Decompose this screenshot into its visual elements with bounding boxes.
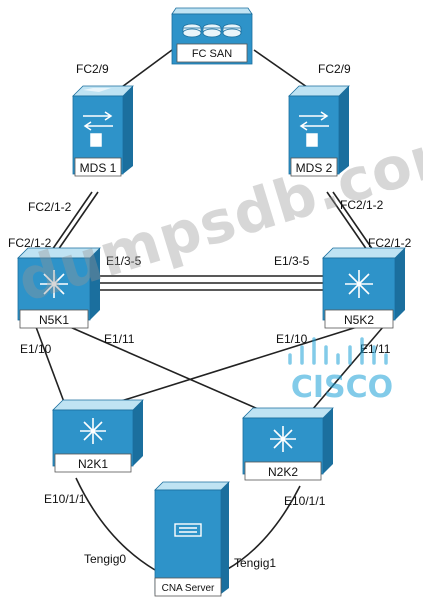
port-label: Tengig0 [84, 552, 127, 566]
port-label: E1/10 [276, 332, 308, 346]
port-label: E1/11 [360, 342, 391, 356]
link-n5k1-n2k2 [69, 326, 266, 413]
fabric-extender-icon [80, 418, 106, 444]
port-label: E10/1/1 [44, 492, 86, 506]
port-label: FC2/1-2 [340, 198, 384, 212]
link-mds1-n5k1-b [57, 191, 99, 251]
n2k1-device[interactable]: N2K1 [52, 399, 144, 473]
nexus-switch-icon [345, 270, 373, 298]
link-n2k1-server [75, 477, 156, 571]
n2k1-label: N2K1 [78, 457, 108, 471]
port-label: E10/1/1 [284, 494, 326, 508]
link-mds2-n5k2-a [326, 191, 368, 251]
port-label: FC2/1-2 [8, 236, 52, 250]
nexus-switch-icon [40, 270, 68, 298]
link-n5k1-n2k1 [35, 326, 65, 403]
mds-switch-icon [83, 111, 113, 147]
port-label: FC2/1-2 [368, 236, 412, 250]
n5k2-label: N5K2 [344, 313, 374, 327]
n5k2-device[interactable]: N5K2 [322, 247, 406, 329]
links [35, 49, 384, 571]
port-label: Tengig1 [234, 556, 277, 570]
fabric-extender-icon [270, 426, 296, 452]
fc-san-device[interactable]: FC SAN [171, 7, 253, 65]
port-label: E1/11 [104, 332, 135, 346]
fc-san-label: FC SAN [192, 48, 232, 60]
link-n2k2-server [225, 485, 301, 571]
link-n5k2-n2k2 [311, 326, 384, 411]
port-label: FC2/9 [318, 62, 351, 76]
n2k2-device[interactable]: N2K2 [242, 407, 334, 481]
port-label: E1/3-5 [274, 254, 310, 268]
mds1-label: MDS 1 [80, 161, 117, 175]
port-label: FC2/9 [76, 62, 109, 76]
n2k2-label: N2K2 [268, 465, 298, 479]
n5k1-label: N5K1 [39, 313, 69, 327]
mds2-label: MDS 2 [296, 161, 333, 175]
port-label: E1/10 [20, 342, 52, 356]
mds-switch-icon [299, 111, 329, 147]
mds1-device[interactable]: MDS 1 [72, 85, 134, 177]
storage-array-icon [182, 23, 242, 38]
n5k1-device[interactable]: N5K1 [17, 247, 101, 329]
link-mds2-n5k2-b [332, 191, 374, 251]
port-label: E1/3-5 [106, 254, 142, 268]
link-n5k2-n2k1 [117, 326, 358, 403]
link-mds1-n5k1-a [51, 191, 93, 251]
server-icon [174, 523, 202, 537]
port-label: FC2/1-2 [28, 200, 72, 214]
server-label: CNA Server [162, 583, 215, 594]
server-device[interactable]: CNA Server [154, 481, 230, 597]
mds2-device[interactable]: MDS 2 [288, 85, 350, 177]
